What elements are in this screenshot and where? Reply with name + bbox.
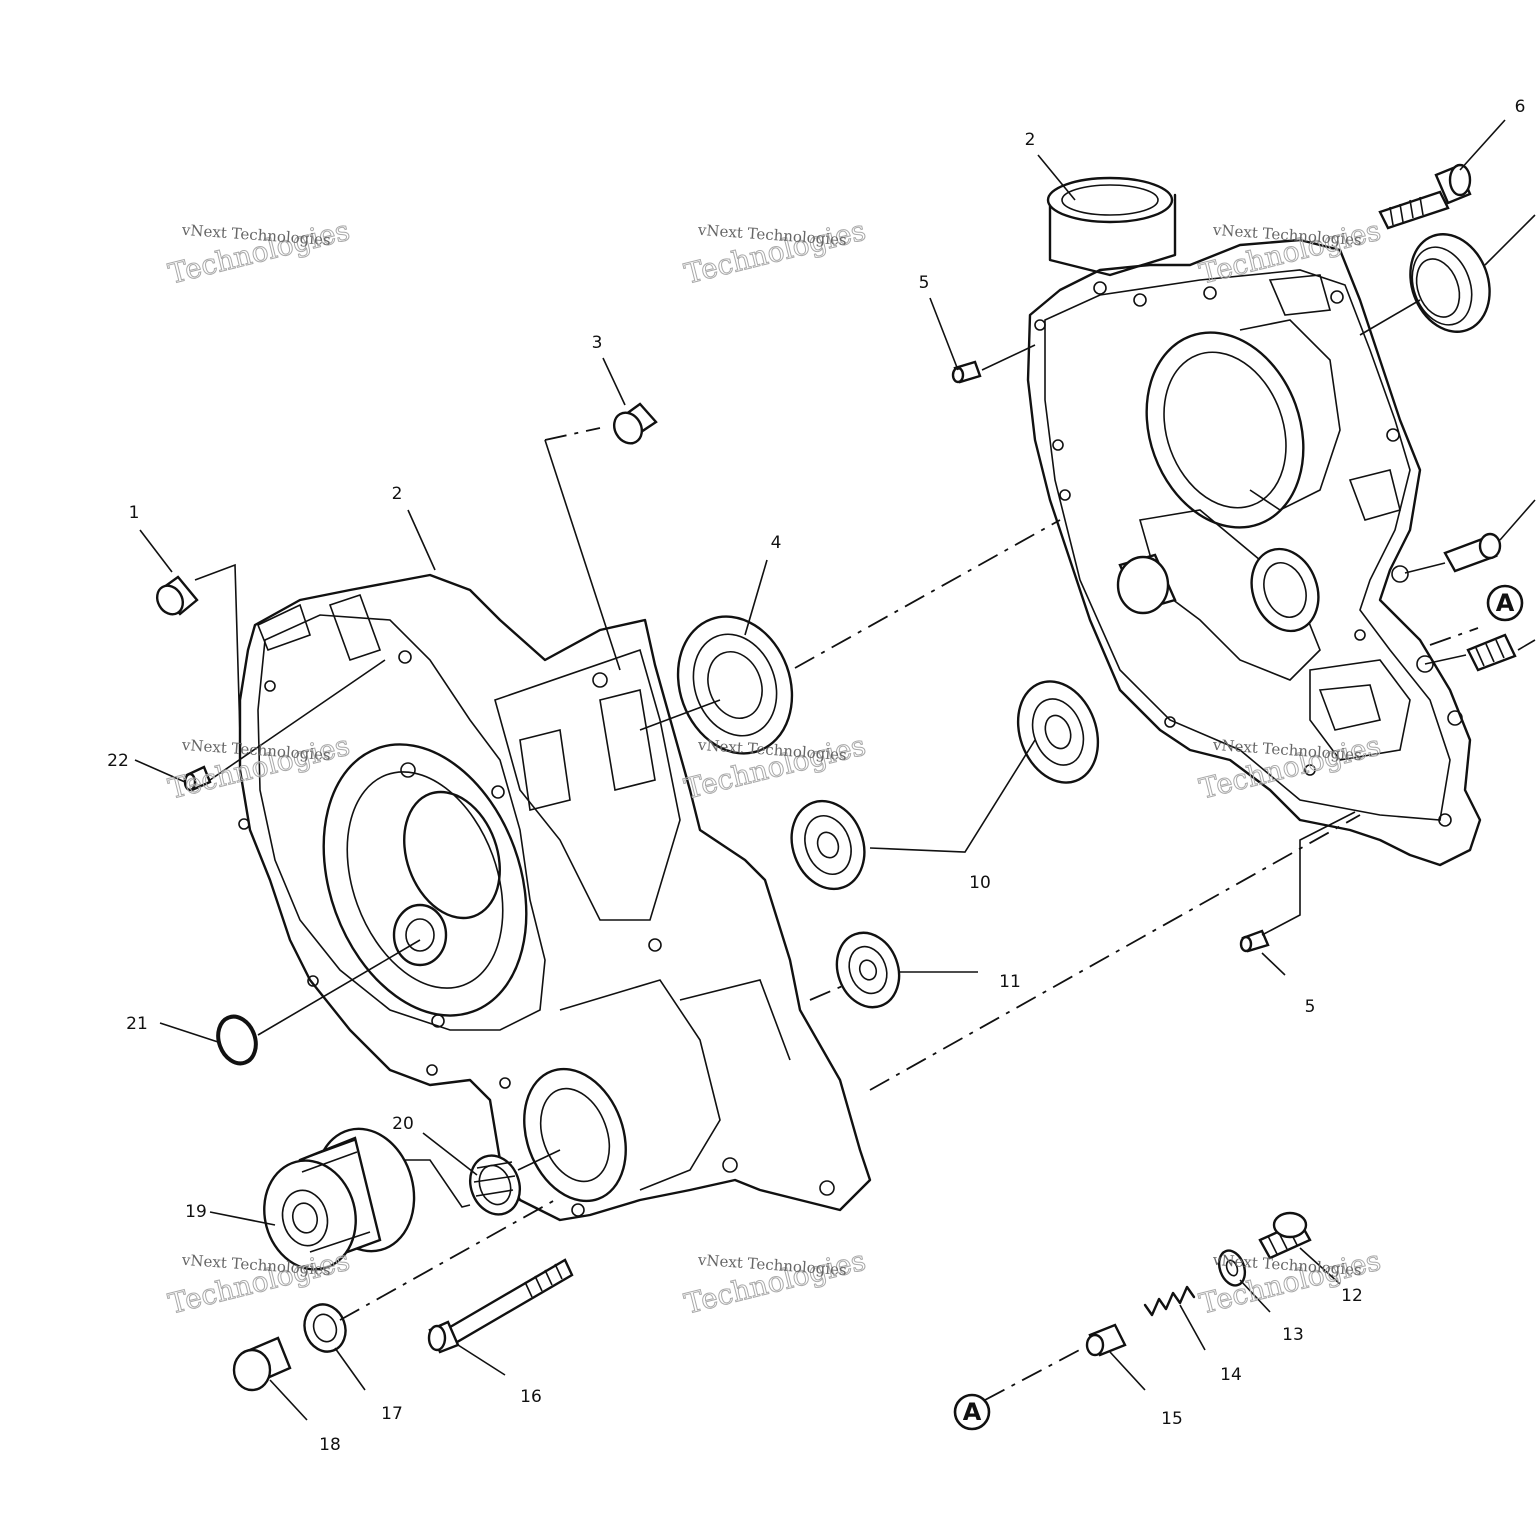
part-22-dowel (183, 765, 212, 792)
plug-right-edge (1466, 633, 1517, 672)
callout-c13: 13 (1282, 1325, 1304, 1345)
callout-c5t: 5 (919, 273, 930, 293)
reference-marks: AA (953, 584, 1524, 1431)
part-20-seal (469, 1154, 521, 1216)
callout-c6: 6 (1515, 97, 1526, 117)
part-5-dowel-bottom (1239, 929, 1270, 953)
refA-right: A (1486, 584, 1524, 622)
assembly-axes (339, 427, 1479, 1401)
part-16-bolt (427, 1258, 574, 1354)
callout-c22: 22 (107, 751, 129, 771)
callout-c21: 21 (126, 1014, 148, 1034)
refA-bottom: A (953, 1393, 991, 1431)
right-crankcase-half (1026, 176, 1482, 867)
part-6-bolt (1378, 163, 1472, 230)
callout-c4: 4 (771, 533, 782, 553)
part-4-bearing (676, 615, 794, 755)
part-18-plug (232, 1336, 292, 1392)
left-crankcase-half (238, 573, 872, 1222)
callout-c20: 20 (392, 1114, 414, 1134)
dowel-right-edge (1443, 532, 1502, 573)
part-1-dowel (155, 575, 199, 616)
refA-right-circle (1486, 584, 1524, 622)
part-13-washer (1217, 1249, 1247, 1287)
leader-lines (134, 119, 1536, 1421)
part-11-bearing (835, 931, 901, 1009)
part-10-bearing-upper (1016, 680, 1100, 784)
callout-c2r: 2 (1025, 130, 1036, 150)
part-5-dowel-top (951, 360, 982, 384)
callout-c16: 16 (520, 1387, 542, 1407)
callout-c18: 18 (319, 1435, 341, 1455)
refA-bottom-circle (953, 1393, 991, 1431)
refA-right-label: A (1496, 589, 1515, 617)
callout-c19: 19 (185, 1202, 207, 1222)
callout-c17: 17 (381, 1404, 403, 1424)
callout-c10: 10 (969, 873, 991, 893)
refA-bottom-label: A (963, 1398, 982, 1426)
part-10-bearing-lower (790, 799, 866, 891)
callout-c14: 14 (1220, 1365, 1242, 1385)
callout-c5b: 5 (1305, 997, 1316, 1017)
callout-c1: 1 (129, 503, 140, 523)
callout-c3: 3 (592, 333, 603, 353)
callout-c12: 12 (1341, 1286, 1363, 1306)
callout-c15: 15 (1161, 1409, 1183, 1429)
callout-c2l: 2 (392, 484, 403, 504)
part-12-bolt (1258, 1211, 1312, 1260)
part-3-dowel (612, 402, 658, 445)
part-17-washer (303, 1303, 347, 1353)
callout-c11: 11 (999, 972, 1021, 992)
oil-seal-right (1409, 233, 1491, 333)
part-21-o-ring (216, 1014, 258, 1066)
part-14-spring (1143, 1285, 1196, 1317)
part-15-plunger (1085, 1323, 1127, 1357)
part-19-pulley (263, 1127, 416, 1271)
